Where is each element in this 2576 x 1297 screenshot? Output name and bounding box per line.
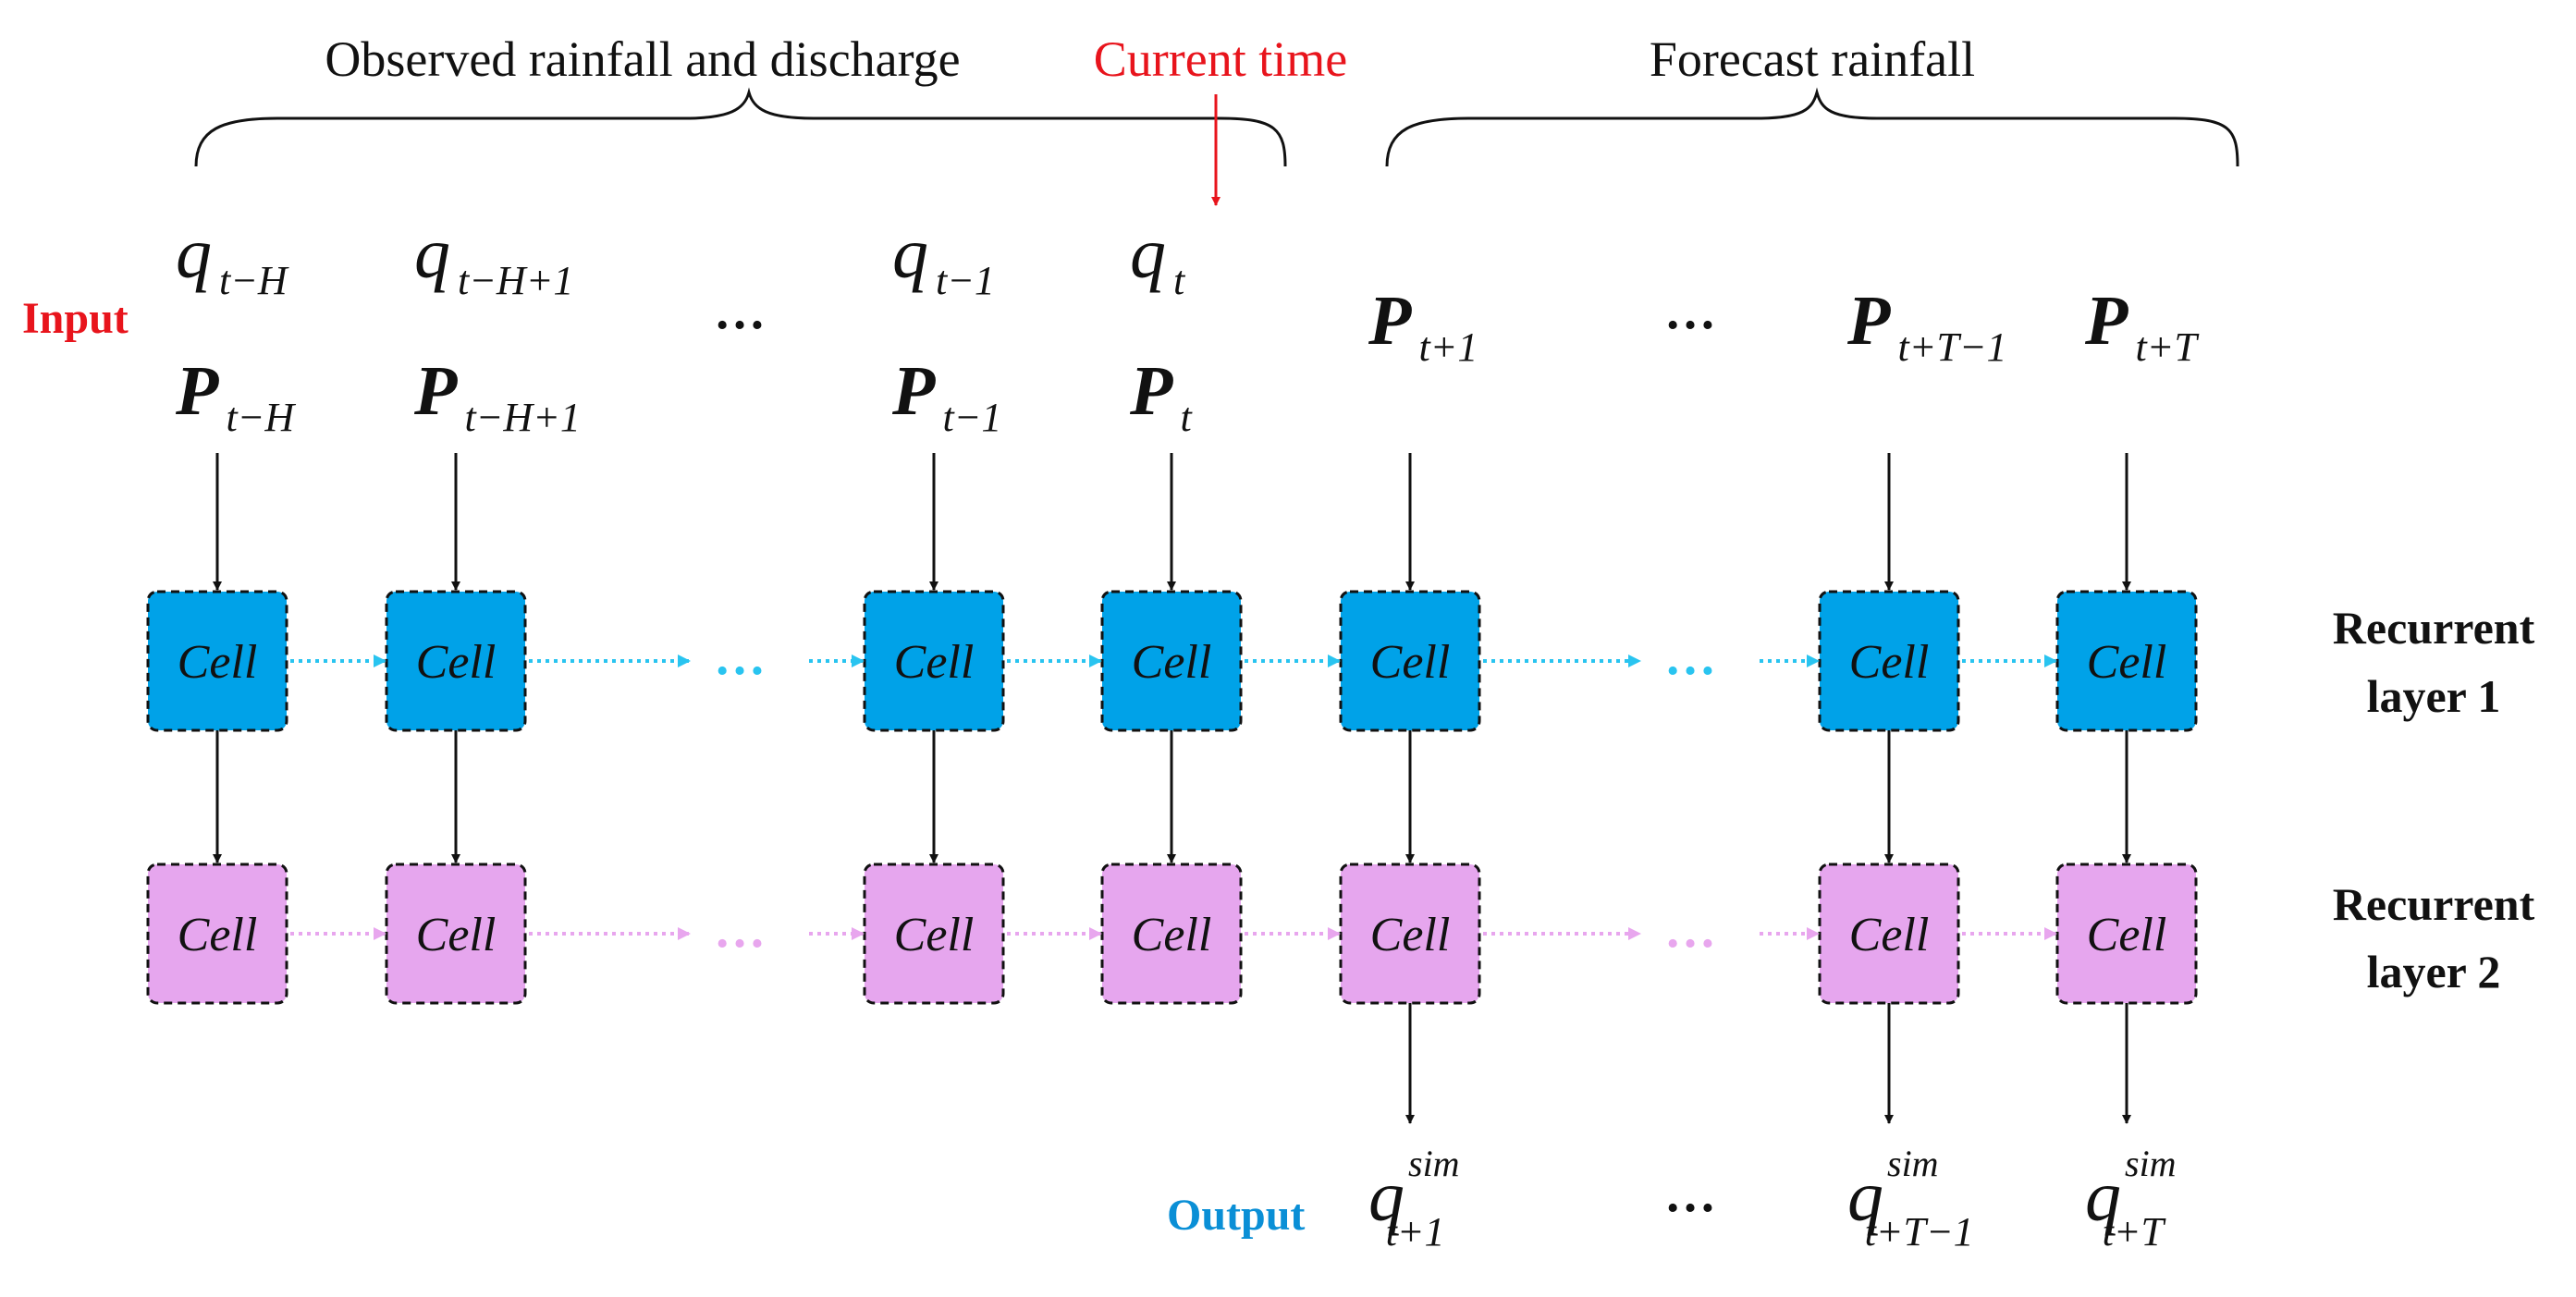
layer2-cell-label-1: Cell xyxy=(416,909,497,961)
layer1-cell-6 xyxy=(2055,590,2198,732)
recurrent-layer-1: Cell Cell Cell Cell Cell Cell Cell … … xyxy=(146,590,2198,732)
input-label: Input xyxy=(22,294,129,343)
layer2-cell-label-6: Cell xyxy=(2087,909,2167,961)
layer1-cell-4 xyxy=(1339,590,1481,732)
layer2-cell-label-4: Cell xyxy=(1370,909,1451,961)
layer1-cell-label-0: Cell xyxy=(178,636,258,689)
layer1-cell-label-6: Cell xyxy=(2087,636,2167,689)
layer2-cell-label-3: Cell xyxy=(1132,909,1212,961)
layer2-ellipsis-0: … xyxy=(714,901,766,959)
layer1-cell-label-2: Cell xyxy=(894,636,975,689)
layer1-cell-3 xyxy=(1100,590,1243,732)
recurrent-layer-2: Cell Cell Cell Cell Cell Cell Cell … … xyxy=(146,863,2198,1005)
layer2-cell-2 xyxy=(863,863,1005,1005)
layer1-label-line2: layer 1 xyxy=(2367,670,2501,722)
layer1-ellipsis-1: … xyxy=(1664,629,1716,686)
layer2-label-line2: layer 2 xyxy=(2367,946,2501,997)
layer2-cell-6 xyxy=(2055,863,2198,1005)
layer1-cell-label-3: Cell xyxy=(1132,636,1212,689)
layer1-cell-label-1: Cell xyxy=(416,636,497,689)
between-layer-arrows xyxy=(213,730,2131,863)
output-arrows xyxy=(1405,1003,2131,1124)
layer2-cell-label-5: Cell xyxy=(1849,909,1930,961)
layer1-cell-5 xyxy=(1818,590,1960,732)
output-label: Output xyxy=(1167,1191,1305,1240)
current-time-label: Current time xyxy=(1094,31,1347,87)
input-ellipsis-1: … xyxy=(714,283,766,340)
layer1-ellipsis-0: … xyxy=(714,629,766,686)
layer2-cell-label-0: Cell xyxy=(178,909,258,961)
layer1-label-line1: Recurrent xyxy=(2333,602,2535,654)
layer2-cell-4 xyxy=(1339,863,1481,1005)
observed-label: Observed rainfall and discharge xyxy=(325,31,960,87)
forecast-brace xyxy=(1385,87,2239,167)
layer2-label-line1: Recurrent xyxy=(2333,878,2535,930)
input-ellipsis-2: … xyxy=(1664,283,1716,340)
input-arrows xyxy=(213,453,2131,591)
layer2-cell-3 xyxy=(1100,863,1243,1005)
layer1-cell-2 xyxy=(863,590,1005,732)
layer2-ellipsis-1: … xyxy=(1664,901,1716,959)
layer2-cell-0 xyxy=(146,863,288,1005)
observed-brace xyxy=(194,87,1287,167)
layer1-cell-0 xyxy=(146,590,288,732)
layer2-cell-5 xyxy=(1818,863,1960,1005)
output-ellipsis: … xyxy=(1664,1166,1716,1223)
forecast-label: Forecast rainfall xyxy=(1650,31,1975,87)
layer2-cell-label-2: Cell xyxy=(894,909,975,961)
layer1-cell-label-5: Cell xyxy=(1849,636,1930,689)
layer2-cell-1 xyxy=(385,863,527,1005)
layer1-cell-1 xyxy=(385,590,527,732)
layer1-cell-label-4: Cell xyxy=(1370,636,1451,689)
